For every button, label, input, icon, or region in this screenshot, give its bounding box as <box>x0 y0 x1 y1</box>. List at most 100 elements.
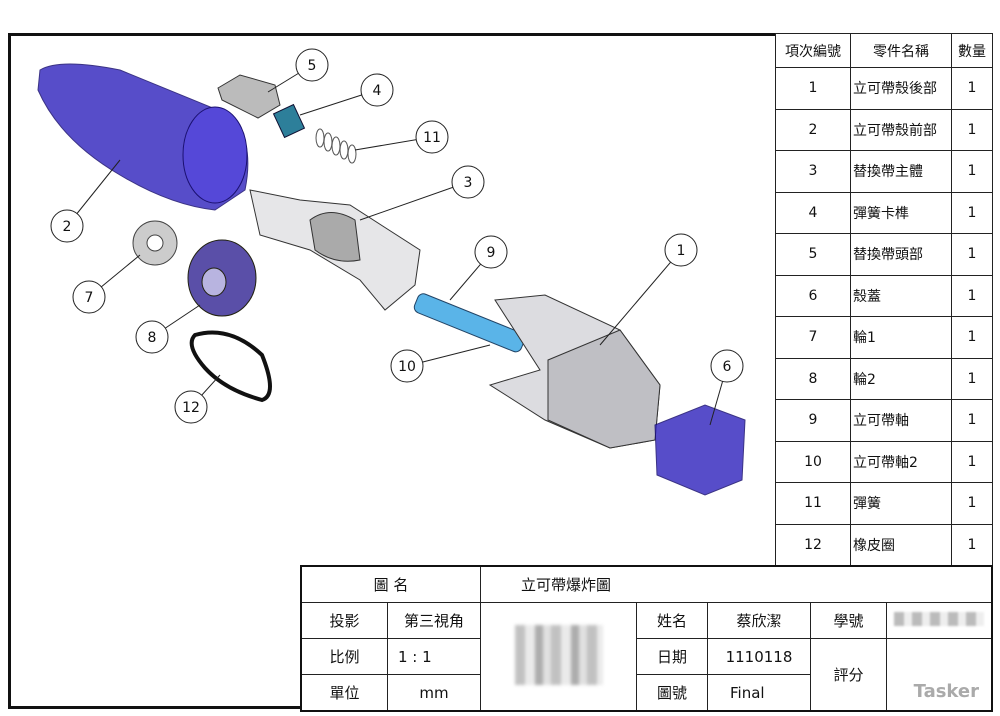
bom-item-name: 立可帶殼前部 <box>850 108 952 151</box>
part-6-cover <box>654 404 746 496</box>
bom-item-name: 替換帶頭部 <box>850 233 952 276</box>
part-11-spring <box>315 128 357 164</box>
bom-header-qty: 數量 <box>951 33 993 68</box>
drawing-no-label: 圖號 <box>636 674 708 712</box>
bom-item-qty: 1 <box>951 274 993 317</box>
balloon-9 <box>474 235 508 269</box>
part-12-rubber-band <box>189 330 272 403</box>
bom-item-qty: 1 <box>951 482 993 525</box>
balloon-label: 1 <box>677 243 686 259</box>
bom-item-no: 11 <box>775 482 851 525</box>
balloon-8 <box>135 320 169 354</box>
bom-item-no: 2 <box>775 108 851 151</box>
bom-item-qty: 1 <box>951 191 993 234</box>
scale-label: 比例 <box>300 638 388 675</box>
student-id-label: 學號 <box>810 602 887 639</box>
bom-item-name: 替換帶主體 <box>850 150 952 193</box>
balloon-label: 4 <box>373 83 382 99</box>
balloon-12 <box>174 390 208 424</box>
bom-item-no: 8 <box>775 357 851 400</box>
watermark: Tasker <box>913 681 979 702</box>
bom-item-qty: 1 <box>951 399 993 442</box>
bom-item-no: 3 <box>775 150 851 193</box>
bom-item-no: 9 <box>775 399 851 442</box>
bom-item-no: 7 <box>775 316 851 359</box>
balloon-5 <box>295 48 329 82</box>
blurred-image <box>480 602 637 712</box>
name-label: 姓名 <box>636 602 708 639</box>
balloon-label: 5 <box>308 58 317 74</box>
bom-item-name: 立可帶殼後部 <box>850 67 952 110</box>
part-4-latch <box>272 103 306 139</box>
unit-label: 單位 <box>300 674 388 712</box>
balloon-1 <box>664 233 698 267</box>
bom-item-qty: 1 <box>951 357 993 400</box>
balloon-10 <box>390 349 424 383</box>
student-id-value <box>886 602 993 639</box>
drawing-name: 立可帶爆炸圖 <box>480 565 993 603</box>
date-value: 1110118 <box>707 638 811 675</box>
balloon-6 <box>710 349 744 383</box>
bom-header-name: 零件名稱 <box>850 33 952 68</box>
bom-item-qty: 1 <box>951 67 993 110</box>
bom-item-name: 立可帶軸2 <box>850 440 952 483</box>
balloon-11 <box>415 120 449 154</box>
balloon-label: 11 <box>423 130 441 146</box>
balloon-7 <box>72 280 106 314</box>
balloon-label: 12 <box>182 400 200 416</box>
drawing-no-value: Final <box>707 674 811 712</box>
bom-item-qty: 1 <box>951 150 993 193</box>
part-9-shaft <box>413 293 526 353</box>
bom-item-qty: 1 <box>951 316 993 359</box>
bom-item-name: 殼蓋 <box>850 274 952 317</box>
bom-item-no: 5 <box>775 233 851 276</box>
balloon-label: 9 <box>487 245 496 261</box>
bom-item-name: 彈簧卡榫 <box>850 191 952 234</box>
balloon-4 <box>360 73 394 107</box>
bom-item-name: 橡皮圈 <box>850 523 952 566</box>
bom-item-qty: 1 <box>951 440 993 483</box>
bom-item-no: 12 <box>775 523 851 566</box>
date-label: 日期 <box>636 638 708 675</box>
projection-value: 第三視角 <box>387 602 481 639</box>
balloon-3 <box>451 165 485 199</box>
score-value: Tasker <box>886 638 993 712</box>
projection-label: 投影 <box>300 602 388 639</box>
unit-value: mm <box>387 674 481 712</box>
bom-item-no: 10 <box>775 440 851 483</box>
leader-line <box>599 249 682 346</box>
bom-item-qty: 1 <box>951 523 993 566</box>
bom-item-name: 輪1 <box>850 316 952 359</box>
bom-item-no: 4 <box>775 191 851 234</box>
scale-value: 1 : 1 <box>387 638 481 675</box>
part-5-head <box>217 74 281 119</box>
balloon-label: 6 <box>723 359 732 375</box>
balloon-label: 7 <box>85 290 94 306</box>
bom-item-name: 立可帶軸 <box>850 399 952 442</box>
bom-item-name: 彈簧 <box>850 482 952 525</box>
bom-item-qty: 1 <box>951 108 993 151</box>
balloon-label: 8 <box>148 330 157 346</box>
balloon-label: 2 <box>63 219 72 235</box>
balloon-label: 10 <box>398 359 416 375</box>
balloon-2 <box>50 209 84 243</box>
drawing-name-label: 圖 名 <box>300 565 481 603</box>
bom-header-row: 項次編號 零件名稱 數量 <box>775 33 993 68</box>
name-value: 蔡欣潔 <box>707 602 811 639</box>
bom-item-qty: 1 <box>951 233 993 276</box>
leader-line <box>359 181 469 221</box>
bom-item-no: 1 <box>775 67 851 110</box>
balloon-label: 3 <box>464 175 473 191</box>
bom-header-no: 項次編號 <box>775 33 851 68</box>
